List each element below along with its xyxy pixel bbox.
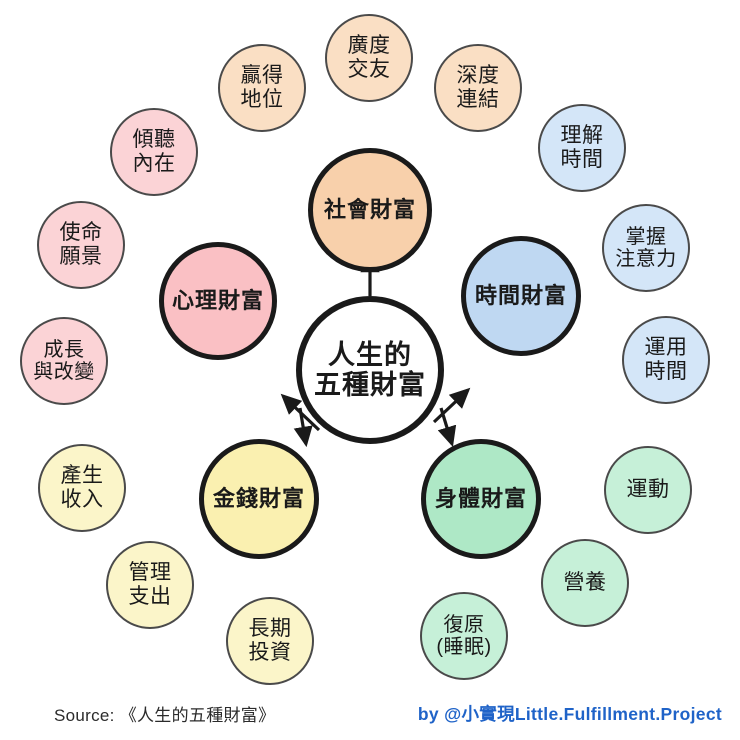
pillar-money[interactable]: 金錢財富 bbox=[199, 439, 319, 559]
satellite-label: 運動 bbox=[626, 478, 670, 502]
satellite-label: 廣度 交友 bbox=[347, 34, 391, 81]
satellite-label: 復原 (睡眠) bbox=[436, 613, 492, 658]
satellite-social-breadth[interactable]: 廣度 交友 bbox=[325, 14, 413, 102]
satellite-time-use[interactable]: 運用 時間 bbox=[622, 316, 710, 404]
pillar-mental-label: 心理財富 bbox=[171, 287, 264, 313]
satellite-social-depth[interactable]: 深度 連結 bbox=[434, 44, 522, 132]
satellite-time-understand[interactable]: 理解 時間 bbox=[538, 104, 626, 192]
satellite-mental-listen[interactable]: 傾聽 內在 bbox=[110, 108, 198, 196]
satellite-body-nutrition[interactable]: 營養 bbox=[541, 539, 629, 627]
credit-text: by @小實現Little.Fulfillment.Project bbox=[417, 704, 722, 724]
satellite-mental-mission[interactable]: 使命 願景 bbox=[37, 201, 125, 289]
pillar-money-label: 金錢財富 bbox=[212, 485, 305, 511]
satellite-label: 管理 支出 bbox=[128, 561, 172, 608]
satellite-label: 理解 時間 bbox=[560, 124, 604, 171]
pillar-body-label: 身體財富 bbox=[434, 485, 527, 511]
pillar-social-label: 社會財富 bbox=[323, 196, 416, 222]
hub-node[interactable]: 人生的 五種財富 bbox=[296, 296, 444, 444]
satellite-label: 掌握 注意力 bbox=[615, 225, 677, 270]
satellite-social-status[interactable]: 贏得 地位 bbox=[218, 44, 306, 132]
satellite-label: 深度 連結 bbox=[456, 64, 500, 111]
satellite-label: 贏得 地位 bbox=[240, 64, 284, 111]
satellite-money-spending[interactable]: 管理 支出 bbox=[106, 541, 194, 629]
pillar-time-label: 時間財富 bbox=[474, 282, 567, 308]
pillar-body[interactable]: 身體財富 bbox=[421, 439, 541, 559]
arrow-hub-to-money bbox=[293, 407, 313, 448]
satellite-money-income[interactable]: 產生 收入 bbox=[38, 444, 126, 532]
satellite-label: 傾聽 內在 bbox=[132, 128, 176, 175]
satellite-money-invest[interactable]: 長期 投資 bbox=[226, 597, 314, 685]
pillar-mental[interactable]: 心理財富 bbox=[159, 242, 277, 360]
satellite-label: 運用 時間 bbox=[644, 336, 688, 383]
satellite-mental-growth[interactable]: 成長 與改變 bbox=[20, 317, 108, 405]
arrow-hub-to-body bbox=[437, 407, 457, 448]
satellite-label: 成長 與改變 bbox=[33, 338, 95, 383]
satellite-label: 產生 收入 bbox=[60, 464, 104, 511]
pillar-time[interactable]: 時間財富 bbox=[461, 236, 581, 356]
satellite-body-exercise[interactable]: 運動 bbox=[604, 446, 692, 534]
satellite-label: 營養 bbox=[563, 571, 607, 595]
satellite-label: 使命 願景 bbox=[59, 221, 103, 268]
satellite-label: 長期 投資 bbox=[248, 617, 292, 664]
satellite-body-sleep[interactable]: 復原 (睡眠) bbox=[420, 592, 508, 680]
pillar-social[interactable]: 社會財富 bbox=[308, 148, 432, 272]
source-text: Source: 《人生的五種財富》 bbox=[54, 706, 276, 725]
satellite-time-attention[interactable]: 掌握 注意力 bbox=[602, 204, 690, 292]
hub-label: 人生的 五種財富 bbox=[314, 339, 426, 400]
